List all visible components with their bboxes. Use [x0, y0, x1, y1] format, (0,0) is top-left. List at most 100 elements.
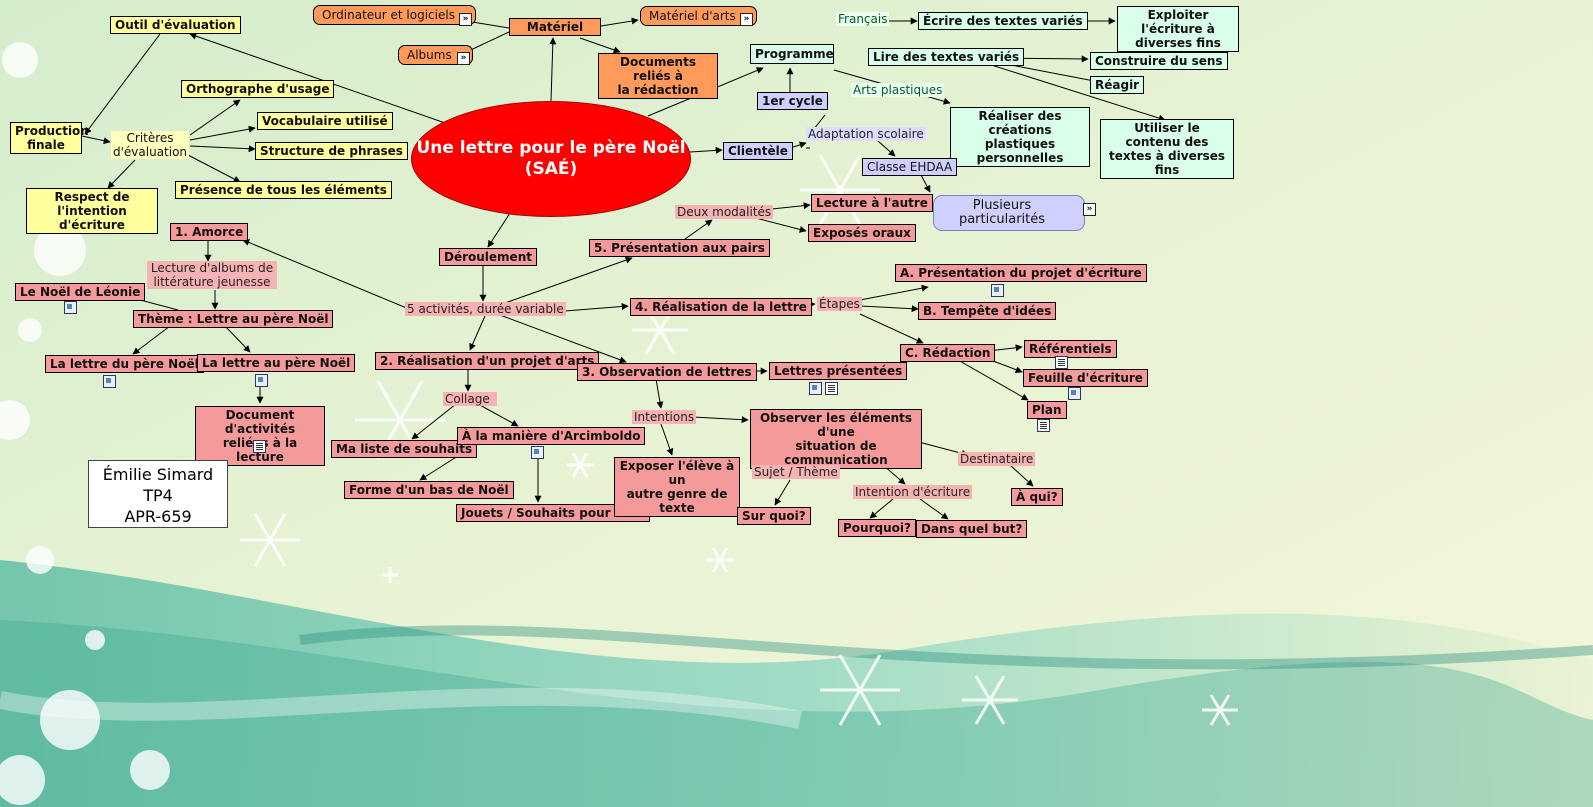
document-icon[interactable] — [1037, 419, 1050, 432]
a-qui-node[interactable]: À qui? — [1011, 488, 1063, 506]
connector-line — [132, 325, 171, 355]
criteres-evaluation-node[interactable]: Critères d'évaluation — [111, 131, 190, 159]
presentation-pairs-node[interactable]: 5. Présentation aux pairs — [589, 239, 770, 257]
theme-node[interactable]: Thème : Lettre au père Noël — [133, 310, 334, 328]
plan-node[interactable]: Plan — [1027, 401, 1067, 419]
image-icon[interactable] — [991, 284, 1004, 297]
connector-line — [600, 17, 639, 27]
lettre-au-pere-noel-node[interactable]: La lettre au père Noël — [197, 354, 356, 372]
construire-sens-node[interactable]: Construire du sens — [1090, 52, 1228, 70]
expand-icon[interactable]: » — [740, 13, 753, 26]
connector-line — [1009, 464, 1034, 487]
francais-node[interactable]: Français — [836, 12, 890, 26]
connector-line — [189, 99, 241, 136]
lettre-du-pere-noel-node[interactable]: La lettre du père Noël — [45, 355, 204, 373]
observation-node[interactable]: 3. Observation de lettres — [577, 363, 757, 381]
connector-line — [689, 146, 723, 154]
expand-icon[interactable]: » — [459, 13, 472, 26]
noel-leonie-node[interactable]: Le Noël de Léonie — [15, 283, 146, 301]
liste-souhaits-node[interactable]: Ma liste de souhaits — [331, 440, 478, 458]
amorce-node[interactable]: 1. Amorce — [170, 223, 249, 241]
connector-line — [189, 125, 256, 141]
document-icon[interactable] — [825, 382, 838, 395]
presentation-projet-node[interactable]: A. Présentation du projet d'écriture — [895, 264, 1147, 282]
lecture-albums-node[interactable]: Lecture d'albums de littérature jeunesse — [147, 261, 277, 289]
sur-quoi-node[interactable]: Sur quoi? — [737, 507, 811, 525]
connector-line — [957, 359, 1029, 401]
materiel-node[interactable]: Matériel — [509, 18, 601, 36]
connector-line — [859, 313, 924, 344]
document-icon[interactable] — [1055, 356, 1068, 369]
outil-evaluation-node[interactable]: Outil d'évaluation — [110, 16, 241, 34]
orthographe-node[interactable]: Orthographe d'usage — [181, 80, 335, 98]
document-icon[interactable] — [253, 440, 266, 453]
activites-node[interactable]: 5 activités, durée variable — [405, 302, 566, 316]
image-icon[interactable] — [531, 446, 544, 459]
expand-icon[interactable]: » — [457, 52, 470, 65]
respect-intention-node[interactable]: Respect de l'intention d'écriture — [26, 188, 158, 234]
production-finale-node[interactable]: Production finale — [10, 122, 89, 154]
pourquoi-node[interactable]: Pourquoi? — [838, 519, 916, 537]
connector-line — [224, 325, 251, 353]
feuille-ecriture-node[interactable]: Feuille d'écriture — [1023, 369, 1148, 387]
intentions-node[interactable]: Intentions — [632, 410, 697, 424]
particularites-node[interactable]: Plusieurs particularités — [933, 195, 1085, 231]
connector-line — [469, 315, 486, 351]
sujet-theme-node[interactable]: Sujet / Thème — [752, 465, 840, 479]
redaction-node[interactable]: C. Rédaction — [900, 344, 996, 362]
central-topic[interactable]: Une lettre pour le père Noël (SAÉ) — [411, 101, 691, 217]
connector-line — [859, 284, 929, 301]
exploiter-ecriture-node[interactable]: Exploiter l'écriture à diverses fins — [1117, 6, 1239, 52]
ordinateur-node[interactable]: Ordinateur et logiciels — [313, 5, 476, 25]
image-icon[interactable] — [809, 382, 822, 395]
reagir-node[interactable]: Réagir — [1090, 76, 1145, 94]
programme-node[interactable]: Programme — [750, 44, 834, 64]
deroulement-node[interactable]: Déroulement — [439, 248, 537, 266]
connector-line — [187, 154, 241, 183]
realiser-creations-node[interactable]: Réaliser des créations plastiques person… — [950, 107, 1090, 167]
albums-node[interactable]: Albums — [398, 45, 473, 65]
connector-line — [477, 403, 519, 427]
documents-rediction-node[interactable]: Documents reliés à la rédaction — [598, 53, 718, 99]
materiel-arts-node[interactable]: Matériel d'arts — [640, 6, 757, 26]
lecture-autre-node[interactable]: Lecture à l'autre — [811, 194, 933, 212]
utiliser-contenu-node[interactable]: Utiliser le contenu des textes à diverse… — [1100, 119, 1234, 179]
arts-plastiques-node[interactable]: Arts plastiques — [851, 83, 945, 97]
vocabulaire-node[interactable]: Vocabulaire utilisé — [257, 112, 393, 130]
deux-modalites-node[interactable]: Deux modalités — [675, 205, 774, 219]
etapes-node[interactable]: Étapes — [817, 297, 862, 311]
tempete-idees-node[interactable]: B. Tempête d'idées — [918, 302, 1057, 320]
presence-elements-node[interactable]: Présence de tous les éléments — [175, 181, 392, 199]
document-activites-node[interactable]: Document d'activités reliées à la lectur… — [195, 406, 325, 466]
image-icon[interactable] — [255, 374, 268, 387]
collage-node[interactable]: Collage — [443, 392, 497, 406]
image-icon[interactable] — [103, 375, 116, 388]
connector-line — [660, 423, 674, 456]
realisation-lettre-node[interactable]: 4. Réalisation de la lettre — [630, 298, 812, 316]
image-icon[interactable] — [64, 301, 77, 314]
observer-node[interactable]: Observer les éléments d'une situation de… — [750, 409, 922, 469]
destinataire-node[interactable]: Destinataire — [958, 452, 1036, 466]
projet-arts-node[interactable]: 2. Réalisation d'un projet d'arts — [375, 352, 600, 370]
ecrire-textes-node[interactable]: Écrire des textes variés — [918, 12, 1088, 30]
exposes-oraux-node[interactable]: Exposés oraux — [808, 224, 916, 242]
lire-textes-node[interactable]: Lire des textes variés — [868, 48, 1025, 66]
arcimboldo-node[interactable]: À la manière d'Arcimboldo — [457, 427, 646, 445]
intention-ecriture-node[interactable]: Intention d'écriture — [853, 485, 973, 499]
exposer-node[interactable]: Exposer l'élève à un autre genre de text… — [614, 457, 740, 517]
premier-cycle-node[interactable]: 1er cycle — [757, 92, 828, 110]
lettres-presentees-node[interactable]: Lettres présentées — [769, 362, 908, 380]
dans-quel-but-node[interactable]: Dans quel but? — [916, 520, 1028, 538]
connector-line — [859, 305, 919, 313]
image-icon[interactable] — [1068, 387, 1081, 400]
bas-noel-node[interactable]: Forme d'un bas de Noël — [344, 481, 514, 499]
adaptation-scolaire-node[interactable]: Adaptation scolaire — [806, 127, 926, 141]
referentiels-node[interactable]: Référentiels — [1024, 340, 1117, 358]
classe-ehdaa-node[interactable]: Classe EHDAA — [862, 158, 958, 176]
structure-phrases-node[interactable]: Structure de phrases — [255, 142, 408, 160]
connector-line — [487, 212, 511, 248]
expand-icon[interactable]: » — [1083, 203, 1096, 216]
clientele-node[interactable]: Clientèle — [723, 142, 793, 160]
